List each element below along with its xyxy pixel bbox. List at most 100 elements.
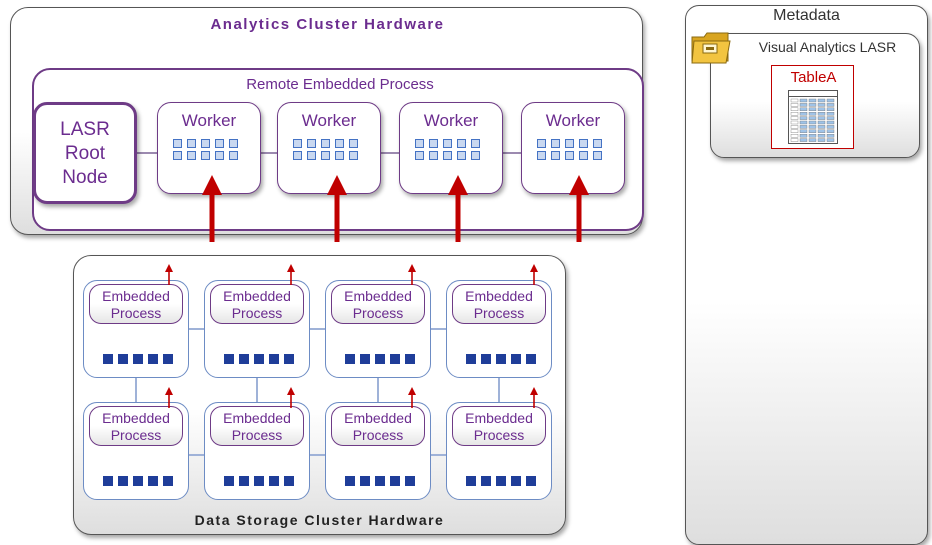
root-node-line1: LASR — [60, 119, 110, 140]
embedded-process-line2: Process — [473, 305, 525, 321]
data-storage-cluster-title: Data Storage Cluster Hardware — [194, 512, 445, 528]
disk-square — [148, 354, 158, 364]
table-cell — [826, 129, 835, 133]
cpu-cell — [537, 139, 546, 148]
connector-line — [503, 152, 521, 154]
connector-line — [377, 378, 379, 402]
disk-square — [284, 354, 294, 364]
disk-square — [345, 476, 355, 486]
cpu-cell — [349, 151, 358, 160]
disk-square — [466, 476, 476, 486]
disk-square — [481, 354, 491, 364]
disk-square — [360, 354, 370, 364]
table-cell — [799, 125, 808, 129]
embedded-process-line1: Embedded — [465, 410, 533, 426]
worker-cpu-grid — [415, 139, 491, 160]
cpu-cell — [457, 139, 466, 148]
storage-disk-row — [466, 476, 536, 486]
disk-square — [224, 476, 234, 486]
cpu-cell — [229, 139, 238, 148]
connector-line — [498, 378, 500, 402]
embedded-process-line1: Embedded — [223, 410, 291, 426]
cpu-cell — [429, 139, 438, 148]
table-cell — [799, 107, 808, 111]
cpu-cell — [565, 139, 574, 148]
cpu-cell — [593, 151, 602, 160]
table-cell — [790, 125, 799, 129]
cpu-cell — [593, 139, 602, 148]
embedded-process-line1: Embedded — [102, 288, 170, 304]
table-cell — [790, 120, 799, 125]
storage-disk-row — [345, 354, 415, 364]
worker-label: Worker — [423, 111, 479, 130]
table-cell — [799, 129, 808, 133]
table-cell — [790, 134, 799, 138]
table-cell — [817, 138, 826, 142]
worker-cpu-grid — [173, 139, 249, 160]
cpu-cell — [537, 151, 546, 160]
cpu-cell — [429, 151, 438, 160]
connector-line — [135, 378, 137, 402]
table-a: TableA — [771, 65, 854, 149]
cpu-cell — [307, 151, 316, 160]
table-cell — [817, 116, 826, 120]
cpu-cell — [187, 139, 196, 148]
worker-cpu-grid — [293, 139, 369, 160]
table-cell — [826, 112, 835, 116]
cpu-cell — [215, 139, 224, 148]
disk-square — [118, 476, 128, 486]
disk-square — [239, 476, 249, 486]
connector-line — [256, 378, 258, 402]
disk-square — [148, 476, 158, 486]
table-cell — [817, 129, 826, 133]
connector-line — [189, 454, 204, 456]
embedded-process-line2: Process — [231, 305, 283, 321]
cpu-cell — [579, 151, 588, 160]
disk-square — [375, 354, 385, 364]
disk-square — [269, 354, 279, 364]
worker-label: Worker — [545, 111, 601, 130]
table-cell — [790, 116, 799, 120]
disk-square — [133, 476, 143, 486]
storage-disk-row — [224, 354, 294, 364]
cpu-cell — [579, 139, 588, 148]
worker-cpu-grid — [537, 139, 613, 160]
cpu-cell — [457, 151, 466, 160]
disk-square — [284, 476, 294, 486]
worker-node: Worker — [521, 102, 625, 194]
table-cell — [817, 107, 826, 111]
connector-line — [431, 454, 446, 456]
worker-node: Worker — [277, 102, 381, 194]
connector-line — [137, 152, 157, 154]
table-cell — [790, 107, 799, 111]
disk-square — [269, 476, 279, 486]
worker-label: Worker — [301, 111, 357, 130]
table-cell — [808, 120, 817, 125]
table-cell — [808, 125, 817, 129]
embedded-process-line1: Embedded — [344, 288, 412, 304]
disk-square — [163, 476, 173, 486]
cpu-cell — [415, 139, 424, 148]
disk-square — [390, 354, 400, 364]
table-cell — [808, 138, 817, 142]
table-cell — [817, 103, 826, 107]
table-cell — [799, 116, 808, 120]
embedded-process-line1: Embedded — [344, 410, 412, 426]
cpu-cell — [471, 139, 480, 148]
disk-square — [481, 476, 491, 486]
disk-square — [390, 476, 400, 486]
table-cell — [826, 103, 835, 107]
embedded-process-line2: Process — [352, 427, 404, 443]
table-cell — [817, 120, 826, 125]
storage-disk-row — [103, 476, 173, 486]
table-icon — [788, 90, 838, 144]
connector-line — [431, 328, 446, 330]
table-cell — [826, 116, 835, 120]
